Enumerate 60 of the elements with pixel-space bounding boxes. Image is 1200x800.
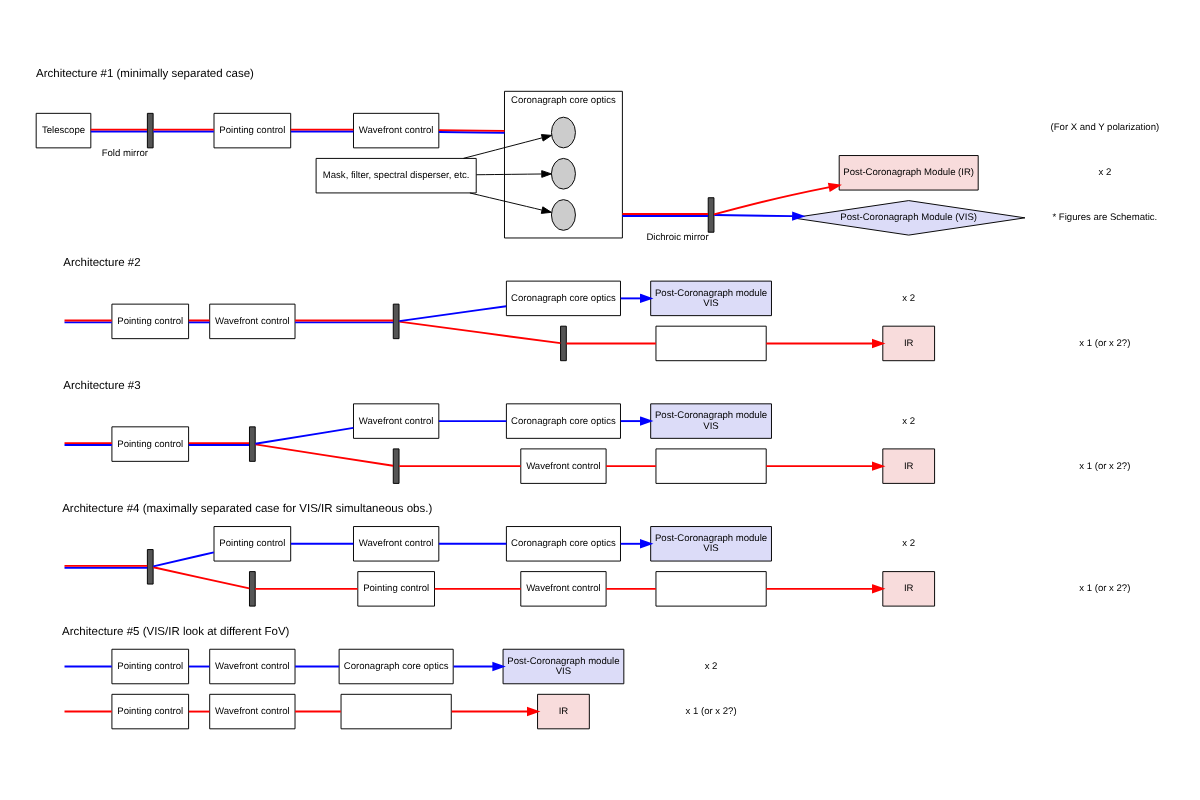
arrow [469, 192, 552, 214]
node-circle [551, 116, 576, 149]
connector [63, 444, 113, 446]
node-bar [249, 571, 256, 607]
connector [63, 321, 113, 324]
connector [187, 442, 250, 446]
connector [294, 319, 395, 324]
arrow [619, 416, 654, 426]
connector [437, 420, 508, 423]
connector [152, 551, 215, 568]
connector [63, 566, 149, 569]
node-bar [146, 112, 154, 149]
connector [290, 128, 355, 133]
connector [398, 465, 522, 468]
connector [433, 587, 522, 590]
arrow [619, 293, 654, 304]
connector [294, 665, 340, 668]
connector [294, 710, 342, 713]
node-circle [551, 157, 576, 190]
node-bar [560, 325, 567, 362]
node-bar [392, 448, 400, 484]
connector [187, 665, 211, 668]
arrow [452, 661, 506, 672]
node-bar [146, 549, 154, 585]
connector [63, 710, 113, 713]
arrow [450, 706, 541, 717]
node-box [655, 325, 767, 362]
connector [398, 320, 562, 345]
arrow [765, 584, 886, 594]
node-bar [707, 197, 715, 233]
arrow [713, 211, 806, 221]
connector [89, 128, 148, 133]
node-box [340, 693, 452, 730]
connector [254, 443, 394, 467]
connector [621, 213, 709, 217]
connector [605, 587, 657, 590]
arrow [475, 170, 552, 178]
connector [187, 710, 211, 713]
node-bar [392, 303, 400, 340]
node-box [655, 571, 767, 607]
connector [152, 128, 215, 133]
connector [437, 542, 508, 545]
connector [187, 319, 211, 324]
connector [254, 587, 359, 590]
connector [398, 305, 508, 323]
node-bar [249, 426, 256, 462]
arrow [462, 134, 552, 159]
connector [605, 465, 657, 468]
connector [437, 129, 506, 134]
connector [290, 542, 355, 545]
node-box [655, 448, 767, 484]
connector [565, 342, 657, 345]
connector [63, 665, 113, 668]
arrow [765, 338, 886, 349]
arrow [713, 182, 842, 216]
connector [254, 426, 355, 445]
connector [152, 566, 251, 590]
arrow [765, 461, 886, 471]
arrow [619, 539, 654, 549]
node-circle [551, 199, 576, 231]
